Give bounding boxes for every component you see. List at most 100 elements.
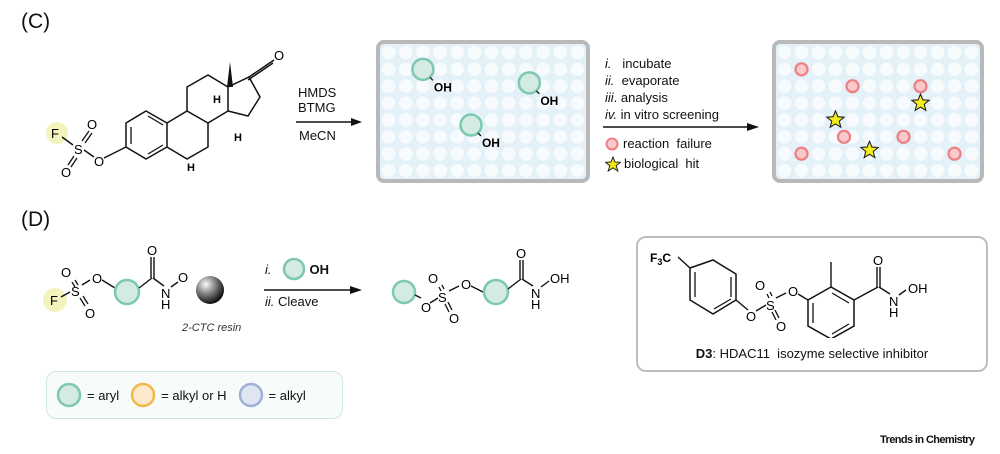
atom-o-top: O [755, 278, 765, 293]
well [433, 62, 447, 77]
well [947, 130, 962, 144]
well [399, 45, 413, 60]
compound-d3-structure: F3C O S O O O O N H OH [650, 251, 928, 340]
reaction-failure-well [913, 79, 928, 94]
well [964, 113, 979, 127]
well [570, 45, 585, 60]
atom-o-ketone: O [274, 48, 284, 63]
well [381, 146, 396, 161]
well [570, 113, 585, 127]
well [913, 163, 928, 178]
well [519, 130, 533, 144]
atom-o-bridge: O [788, 284, 798, 299]
well [553, 79, 567, 93]
fluorine-halo [46, 122, 68, 144]
well [416, 130, 430, 144]
well [399, 96, 413, 110]
well [879, 45, 894, 60]
well [964, 62, 979, 77]
step-2: ii. evaporate [605, 73, 680, 88]
atom-s: S [71, 284, 80, 299]
well [519, 45, 533, 60]
atom-o: O [421, 300, 431, 315]
well [484, 45, 499, 60]
atom-o-top: O [87, 117, 97, 132]
reaction-arrow-c1 [296, 118, 362, 126]
well [519, 96, 533, 110]
well [896, 146, 911, 161]
well [484, 113, 499, 127]
atom-o-bridge: O [461, 277, 471, 292]
well [879, 130, 894, 144]
well [381, 130, 396, 144]
atom-s: S [74, 142, 83, 157]
well [879, 146, 894, 161]
well [450, 96, 464, 110]
plate-key: reaction failure biological hit [605, 134, 712, 174]
aryl-circle [482, 278, 510, 306]
well [964, 163, 979, 178]
well [484, 163, 499, 178]
well [862, 45, 877, 60]
atom-o-bridge: O [94, 154, 104, 169]
well [879, 96, 894, 110]
well [519, 163, 533, 178]
reaction-failure-well [794, 146, 809, 161]
well [570, 96, 585, 110]
well [947, 96, 962, 110]
solvent-mecn: MeCN [299, 128, 336, 143]
well [450, 45, 464, 60]
well [913, 113, 928, 127]
well [811, 62, 826, 77]
well [433, 130, 447, 144]
well [777, 45, 792, 60]
well [553, 130, 567, 144]
reaction-arrow-d [264, 286, 362, 294]
well [570, 62, 585, 77]
well [811, 163, 826, 178]
bond [535, 90, 540, 95]
well [502, 62, 516, 77]
well [930, 130, 945, 144]
well [777, 146, 792, 161]
well [536, 96, 550, 110]
well [484, 79, 499, 93]
well [947, 45, 962, 60]
atom-o-top: O [428, 271, 438, 286]
step-d2: ii. Cleave [265, 294, 319, 309]
biological-hit-star [910, 92, 931, 112]
alkyl-or-h-circle-icon [130, 382, 156, 408]
aryl-circle [113, 278, 141, 306]
well [811, 45, 826, 60]
well [399, 62, 413, 77]
atom-o-bottom: O [61, 165, 71, 180]
well [913, 45, 928, 60]
well [502, 79, 516, 93]
key-reaction-failure: reaction failure [605, 134, 712, 154]
well [964, 45, 979, 60]
biological-hit-star [859, 139, 880, 159]
compound-d3-box: F3C O S O O O O N H OH D3: HDAC11 isoz [636, 236, 988, 372]
fluorine-halo [43, 288, 67, 312]
well [467, 163, 482, 178]
well [536, 62, 550, 77]
well [553, 96, 567, 110]
well [399, 146, 413, 161]
well [536, 163, 550, 178]
well [416, 79, 430, 93]
reaction-failure-circle-icon [605, 137, 619, 151]
well [777, 96, 792, 110]
conditions-above: HMDS BTMG [298, 85, 336, 115]
well [777, 62, 792, 77]
well [570, 163, 585, 178]
well [519, 146, 533, 161]
well [964, 130, 979, 144]
well [845, 62, 860, 77]
atom-o-top: O [61, 265, 71, 280]
atom-n: N [531, 286, 540, 301]
well [502, 163, 516, 178]
well [536, 130, 550, 144]
well [467, 45, 482, 60]
well [536, 146, 550, 161]
